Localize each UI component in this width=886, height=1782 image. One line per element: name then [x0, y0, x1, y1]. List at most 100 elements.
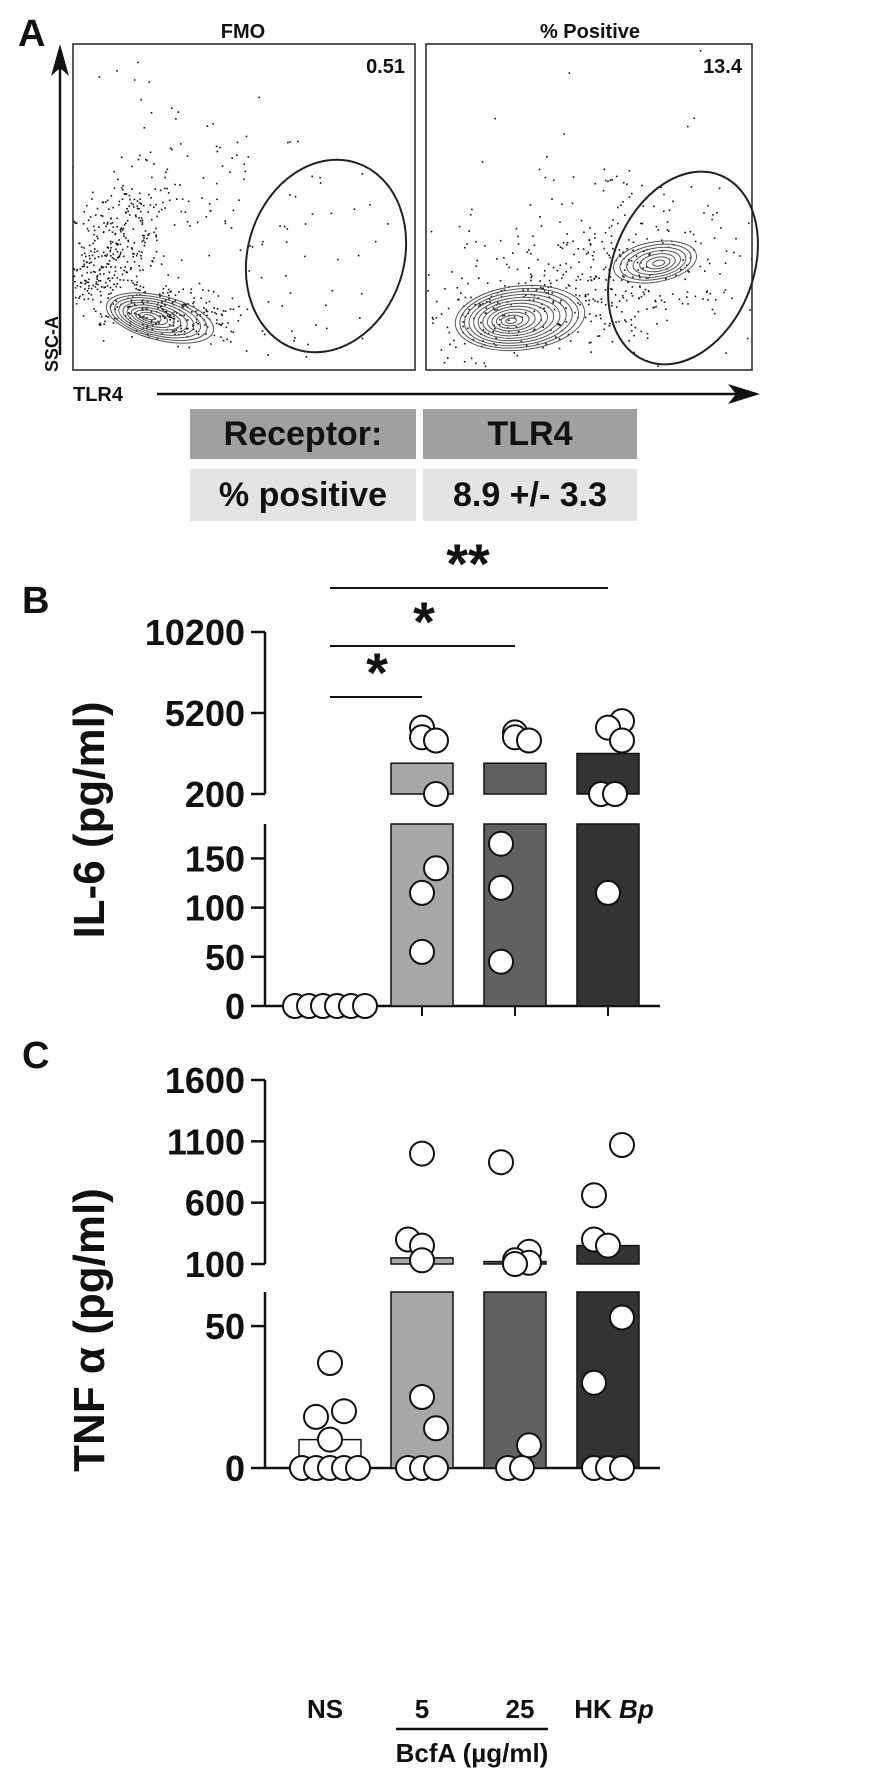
- event-dot: [711, 308, 714, 311]
- event-dot: [706, 290, 708, 293]
- event-dot: [645, 277, 648, 279]
- event-dot: [90, 287, 93, 290]
- event-dot: [164, 176, 167, 179]
- event-dot: [112, 226, 115, 228]
- event-dot: [120, 156, 123, 159]
- event-dot: [113, 274, 116, 276]
- event-dot: [503, 257, 505, 259]
- event-dot: [102, 340, 105, 342]
- event-dot: [80, 282, 83, 284]
- event-dot: [622, 295, 624, 297]
- event-dot: [565, 270, 567, 273]
- event-dot: [590, 320, 592, 323]
- event-dot: [550, 282, 552, 285]
- event-dot: [206, 314, 208, 317]
- event-dot: [603, 168, 606, 171]
- event-dot: [116, 250, 119, 253]
- event-dot: [243, 163, 246, 166]
- y-tick-label: 50: [205, 937, 245, 978]
- density-contour: [118, 299, 195, 336]
- event-dot: [599, 314, 601, 316]
- event-dot: [50, 291, 52, 293]
- event-dot: [86, 281, 89, 283]
- event-dot: [516, 354, 519, 357]
- event-dot: [547, 263, 550, 265]
- event-dot: [70, 279, 72, 281]
- event-dot: [78, 242, 81, 245]
- event-dot: [111, 241, 114, 243]
- event-dot: [116, 306, 119, 308]
- event-dot: [708, 262, 711, 265]
- event-dot: [130, 267, 132, 269]
- event-dot: [471, 208, 473, 211]
- event-dot: [666, 319, 668, 322]
- data-point: [409, 1384, 435, 1410]
- event-dot: [47, 271, 49, 273]
- event-dot: [475, 265, 478, 267]
- event-dot: [109, 240, 112, 243]
- event-dot: [138, 208, 140, 210]
- event-dot: [106, 253, 108, 256]
- event-dot: [187, 327, 189, 330]
- event-dot: [97, 283, 99, 286]
- event-dot: [672, 200, 674, 203]
- event-dot: [73, 220, 76, 223]
- event-dot: [475, 362, 477, 365]
- event-dot: [642, 267, 644, 269]
- event-dot: [553, 308, 556, 311]
- event-dot: [551, 292, 554, 294]
- panel-letter-c: C: [22, 1035, 49, 1077]
- event-dot: [70, 267, 72, 269]
- event-dot: [517, 282, 520, 285]
- event-dot: [171, 330, 174, 333]
- event-dot: [96, 278, 98, 280]
- event-dot: [106, 263, 108, 265]
- bar-upper-segment: [390, 762, 454, 795]
- event-dot: [141, 223, 144, 226]
- event-dot: [127, 239, 129, 242]
- event-dot: [127, 210, 129, 213]
- event-dot: [374, 343, 376, 345]
- event-dot: [158, 293, 161, 295]
- event-dot: [501, 315, 504, 317]
- event-dot: [144, 230, 147, 232]
- event-dot: [108, 229, 111, 232]
- event-dot: [139, 289, 141, 291]
- event-dot: [494, 309, 496, 311]
- event-dot: [621, 311, 623, 313]
- event-dot: [220, 336, 222, 338]
- event-dot: [82, 315, 85, 317]
- event-dot: [105, 255, 108, 257]
- event-dot: [531, 275, 533, 277]
- event-dot: [195, 318, 198, 321]
- event-dot: [98, 226, 100, 228]
- data-point: [423, 781, 449, 807]
- bar-upper-segment: [483, 762, 547, 795]
- event-dot: [578, 294, 581, 297]
- event-dot: [112, 322, 115, 324]
- event-dot: [151, 324, 154, 327]
- event-dot: [632, 276, 634, 278]
- event-dot: [397, 335, 399, 337]
- event-dot: [579, 303, 581, 306]
- event-dot: [493, 343, 495, 345]
- event-dot: [305, 356, 308, 358]
- event-dot: [113, 258, 115, 260]
- event-dot: [660, 186, 662, 189]
- event-dot: [552, 300, 555, 302]
- xlabel-25: 25: [506, 1694, 535, 1724]
- event-dot: [489, 301, 491, 304]
- event-dot: [224, 222, 227, 225]
- event-dot: [111, 231, 114, 233]
- fmo-title: FMO: [221, 21, 265, 43]
- table-header-value-cell: [423, 409, 637, 459]
- event-dot: [148, 81, 151, 83]
- event-dot: [378, 196, 380, 198]
- event-dot: [139, 269, 141, 272]
- event-dot: [513, 352, 516, 354]
- event-dot: [143, 237, 145, 239]
- event-dot: [584, 295, 586, 298]
- event-dot: [97, 256, 100, 258]
- y-tick-label: 1600: [165, 1060, 245, 1101]
